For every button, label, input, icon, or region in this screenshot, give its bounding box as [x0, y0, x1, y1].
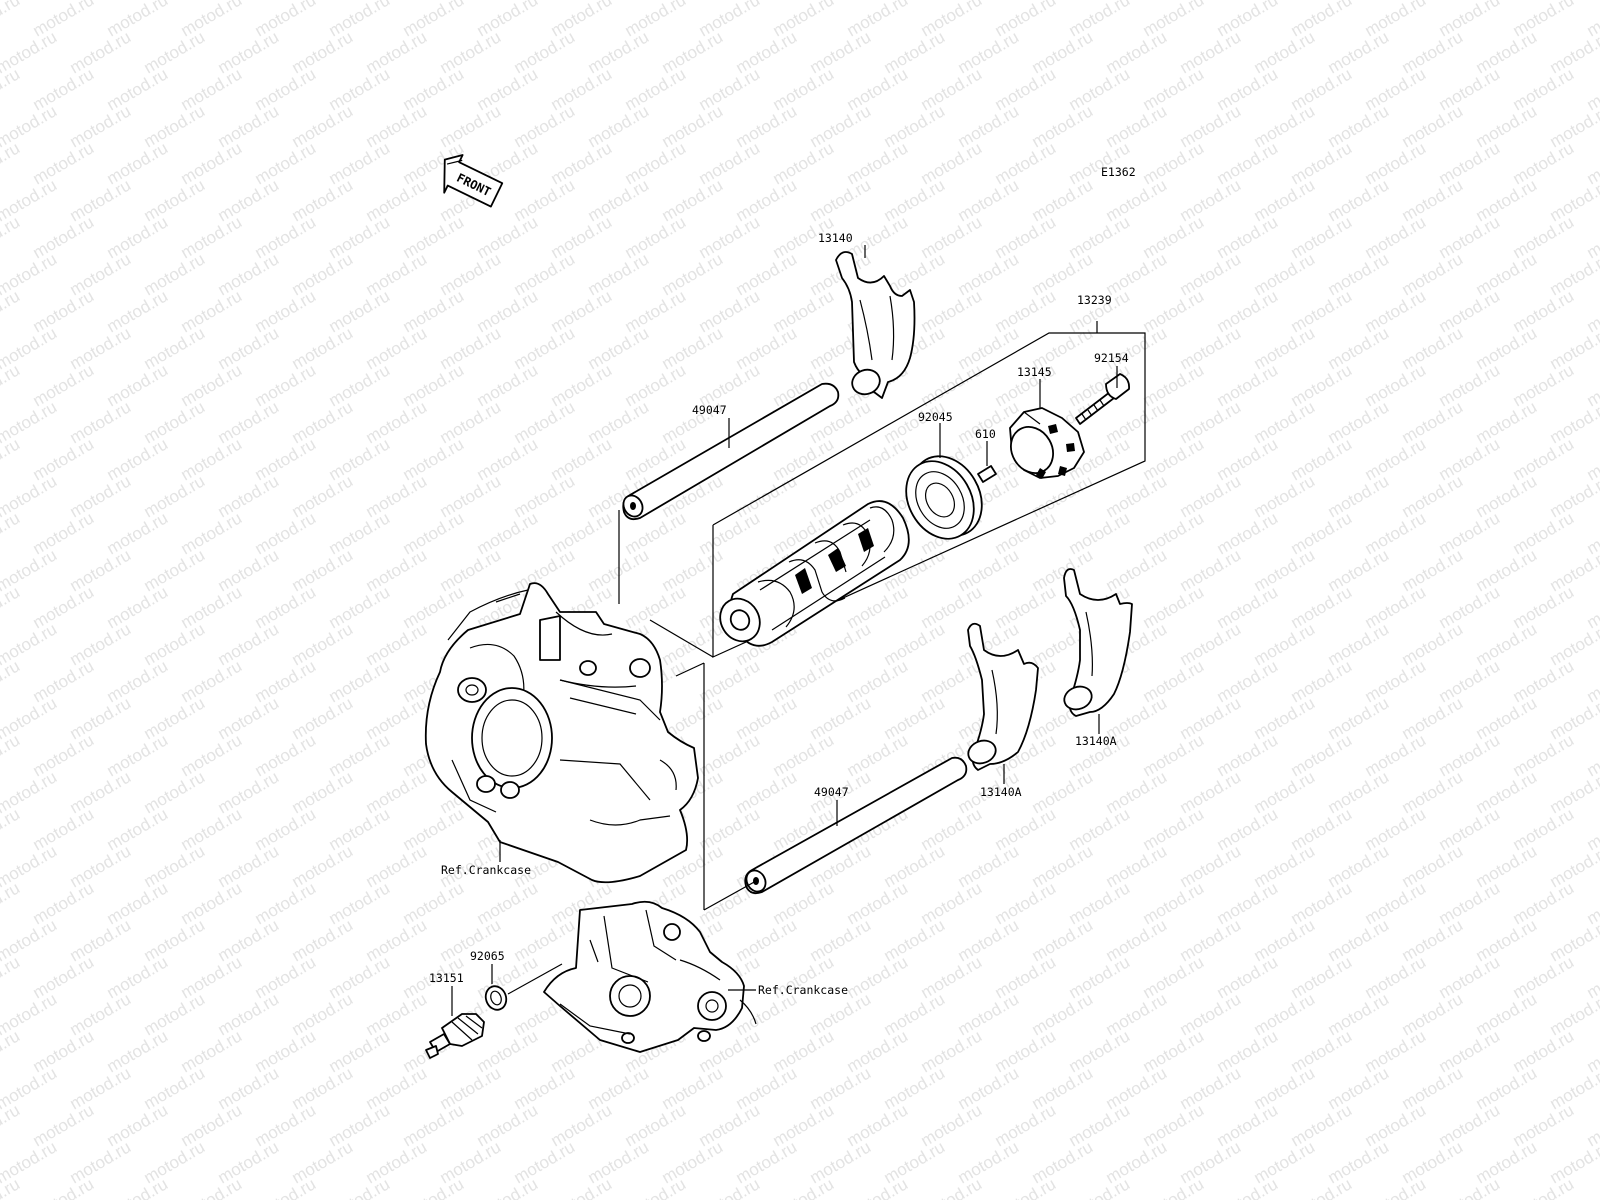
watermark-text: motod.ru	[1547, 915, 1600, 965]
watermark-text: motod.ru	[0, 804, 23, 854]
watermark-text: motod.ru	[1547, 619, 1600, 669]
watermark-text: motod.ru	[1547, 767, 1600, 817]
watermark-text: motod.ru	[992, 1174, 1060, 1200]
watermark-text: motod.ru	[0, 360, 23, 410]
callout-49047-bottom: 49047	[814, 785, 849, 799]
watermark-text: motod.ru	[104, 1174, 172, 1200]
watermark-text: motod.ru	[0, 286, 23, 336]
watermark-text: motod.ru	[1547, 27, 1600, 77]
assembly-outline-lower	[649, 619, 757, 911]
callout-92045: 92045	[918, 410, 953, 424]
callout-13140A-right: 13140A	[1075, 734, 1117, 748]
callout-13239: 13239	[1077, 293, 1112, 307]
watermark-text: motod.ru	[0, 656, 23, 706]
watermark-text: motod.ru	[1547, 397, 1600, 447]
watermark-text: motod.ru	[548, 1174, 616, 1200]
watermark-text: motod.ru	[0, 64, 23, 114]
shift-fork-13140A-left	[967, 622, 1039, 771]
watermark-text: motod.ru	[0, 0, 23, 40]
watermark-text: motod.ru	[1547, 545, 1600, 595]
callout-ref-crankcase-lower: Ref.Crankcase	[758, 983, 848, 997]
watermark-text: motod.ru	[1510, 1174, 1578, 1200]
watermark-text: motod.ru	[1547, 989, 1600, 1039]
watermark-text: motod.ru	[1140, 1174, 1208, 1200]
watermark-text: motod.ru	[0, 952, 23, 1002]
watermark-text: motod.ru	[0, 730, 23, 780]
watermark-text: motod.ru	[1547, 175, 1600, 225]
callout-13140: 13140	[818, 231, 853, 245]
watermark-text: motod.ru	[400, 1174, 468, 1200]
watermark-text: motod.ru	[1547, 1137, 1600, 1187]
watermark-text: motod.ru	[0, 1100, 23, 1150]
shift-rod-49047-lower	[744, 756, 968, 895]
watermark-text: motod.ru	[1547, 841, 1600, 891]
watermark-text: motod.ru	[918, 1174, 986, 1200]
watermark-text: motod.ru	[0, 508, 23, 558]
watermark-text: motod.ru	[1547, 693, 1600, 743]
bearing-92045	[905, 455, 983, 540]
watermark-text: motod.ru	[1547, 1063, 1600, 1113]
shift-rod-49047-upper	[622, 382, 840, 521]
callout-92154: 92154	[1094, 351, 1129, 365]
shift-fork-13140A-right	[1063, 568, 1133, 717]
watermark-text: motod.ru	[0, 138, 23, 188]
watermark-text: motod.ru	[1436, 1174, 1504, 1200]
watermark-text: motod.ru	[0, 1026, 23, 1076]
callout-ref-crankcase-upper: Ref.Crankcase	[441, 863, 531, 877]
shift-cam-13145	[1009, 407, 1085, 479]
callout-49047-top: 49047	[692, 403, 727, 417]
watermark-text: motod.ru	[0, 878, 23, 928]
watermark-text: motod.ru	[474, 1174, 542, 1200]
leader-washer-to-case	[507, 963, 563, 995]
watermark-text: motod.ru	[0, 434, 23, 484]
crankcase-lower	[543, 900, 757, 1053]
crankcase-upper	[424, 582, 699, 884]
shift-drum	[719, 500, 910, 647]
watermark-text: motod.ru	[622, 1174, 690, 1200]
watermark-text: motod.ru	[30, 1174, 98, 1200]
callout-13145: 13145	[1017, 365, 1052, 379]
neutral-switch-13151	[425, 1013, 485, 1059]
washer-92065	[484, 985, 508, 1011]
watermark-text: motod.ru	[770, 1174, 838, 1200]
diagram-code: E1362	[1101, 165, 1136, 179]
watermark-text: motod.ru	[0, 212, 23, 262]
callout-13140A-left: 13140A	[980, 785, 1022, 799]
watermark-text: motod.ru	[844, 1174, 912, 1200]
shift-drum-assembly-outline	[712, 321, 1146, 658]
watermark-text: motod.ru	[1066, 1174, 1134, 1200]
watermark-text: motod.ru	[1547, 471, 1600, 521]
watermark-text: motod.ru	[1214, 1174, 1282, 1200]
watermark-text: motod.ru	[1288, 1174, 1356, 1200]
watermark-text: motod.ru	[252, 1174, 320, 1200]
callout-92065: 92065	[470, 949, 505, 963]
callout-13151: 13151	[429, 971, 464, 985]
watermark-text: motod.ru	[178, 1174, 246, 1200]
watermark-text: motod.ru	[1547, 101, 1600, 151]
watermark-text: motod.ru	[1547, 249, 1600, 299]
watermark-text: motod.ru	[1584, 1174, 1600, 1200]
watermark-text: motod.ru	[0, 582, 23, 632]
watermark-text: motod.ru	[326, 1174, 394, 1200]
watermark-text: motod.ru	[1547, 323, 1600, 373]
shift-fork-13140	[835, 251, 916, 399]
watermark-text: motod.ru	[696, 1174, 764, 1200]
callout-610: 610	[975, 427, 996, 441]
pin-610	[977, 465, 997, 483]
watermark-text: motod.ru	[1362, 1174, 1430, 1200]
